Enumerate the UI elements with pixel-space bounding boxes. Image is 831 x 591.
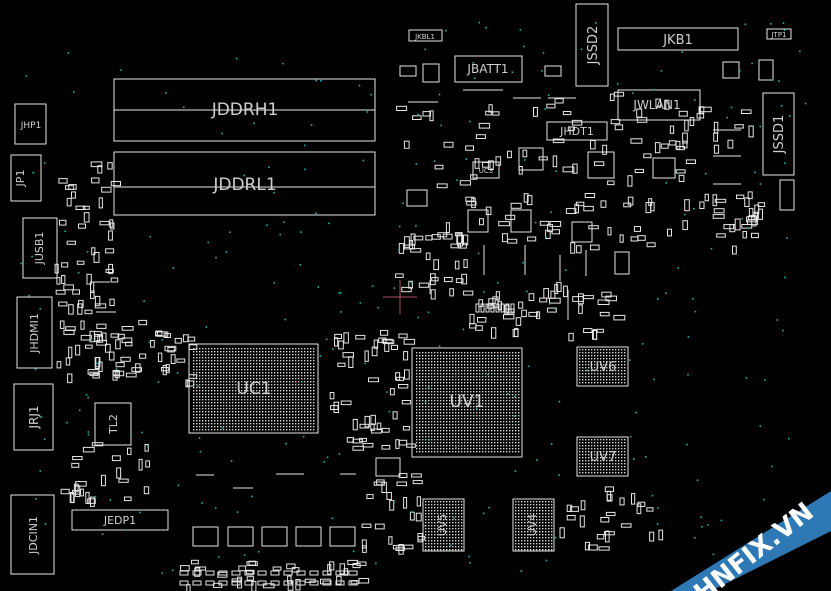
jrj1-label: JRJ1 bbox=[27, 405, 41, 429]
jhdmi1-connector[interactable]: JHDMI1 bbox=[16, 296, 53, 369]
jdcin1-connector[interactable]: JDCIN1 bbox=[10, 494, 55, 575]
jssd2-label: JSSD2 bbox=[586, 26, 601, 66]
passive-components bbox=[54, 89, 766, 591]
jddrl1-slot[interactable]: JDDRL1 bbox=[113, 151, 376, 216]
jkb1-label: JKB1 bbox=[662, 33, 693, 48]
jhdmi1-label: JHDMI1 bbox=[28, 313, 41, 354]
jssd1-label: JSSD1 bbox=[772, 115, 787, 155]
uv5-label: UV5 bbox=[436, 514, 449, 537]
jddrh1-slot[interactable]: JDDRH1 bbox=[113, 78, 376, 142]
jrj1-connector[interactable]: JRJ1 bbox=[13, 383, 54, 451]
jhp1-label: JHP1 bbox=[20, 121, 42, 131]
jtp1-label: JTP1 bbox=[770, 31, 786, 39]
tl2-label: TL2 bbox=[107, 414, 120, 435]
jtp1-connector[interactable]: JTP1 bbox=[766, 28, 792, 40]
jwlan1-label: JWLAN1 bbox=[632, 98, 680, 112]
crosshair-cursor bbox=[383, 280, 417, 314]
jddrh1-label: JDDRH1 bbox=[211, 100, 279, 120]
jusb1-label: JUSB1 bbox=[33, 232, 46, 266]
uv4-label: UV4 bbox=[526, 514, 539, 537]
uc3-label: UC3 bbox=[479, 167, 493, 175]
jedp1-label: JEDP1 bbox=[103, 514, 136, 527]
jbatt1-connector[interactable]: JBATT1 bbox=[454, 55, 523, 83]
uv7-chip[interactable]: UV7 bbox=[576, 436, 629, 477]
jhdt1-label: JHDT1 bbox=[559, 125, 594, 138]
inductor-row bbox=[192, 526, 356, 547]
jhp1-connector[interactable]: JHP1 bbox=[14, 103, 47, 145]
uv6-chip[interactable]: UV6 bbox=[576, 346, 629, 387]
jp1-label: JP1 bbox=[14, 170, 27, 188]
jp1-connector[interactable]: JP1 bbox=[10, 154, 42, 202]
uc3-chip[interactable]: UC3 bbox=[472, 161, 500, 179]
jdcin1-label: JDCIN1 bbox=[27, 516, 40, 555]
jddrl1-label: JDDRL1 bbox=[212, 175, 276, 195]
jusb1-connector[interactable]: JUSB1 bbox=[22, 217, 58, 279]
jbatt1-label: JBATT1 bbox=[466, 62, 508, 76]
jssd2-connector[interactable]: JSSD2 bbox=[575, 3, 609, 87]
watermark-banner: HNFIX.VN bbox=[671, 491, 831, 591]
uc1-chip[interactable]: UC1 bbox=[188, 343, 319, 434]
uv5-chip[interactable]: UV5 bbox=[422, 498, 465, 552]
tl2-transformer[interactable]: TL2 bbox=[94, 402, 132, 446]
jkbl1-connector[interactable]: JKBL1 bbox=[408, 29, 443, 42]
vias bbox=[20, 21, 807, 574]
uv4-chip[interactable]: UV4 bbox=[512, 498, 555, 552]
jssd1-connector[interactable]: JSSD1 bbox=[762, 92, 795, 176]
jkbl1-label: JKBL1 bbox=[414, 33, 435, 41]
jedp1-connector[interactable]: JEDP1 bbox=[71, 509, 169, 531]
jkb1-connector[interactable]: JKB1 bbox=[617, 27, 739, 51]
uv1-chip[interactable]: UV1 bbox=[411, 347, 523, 458]
